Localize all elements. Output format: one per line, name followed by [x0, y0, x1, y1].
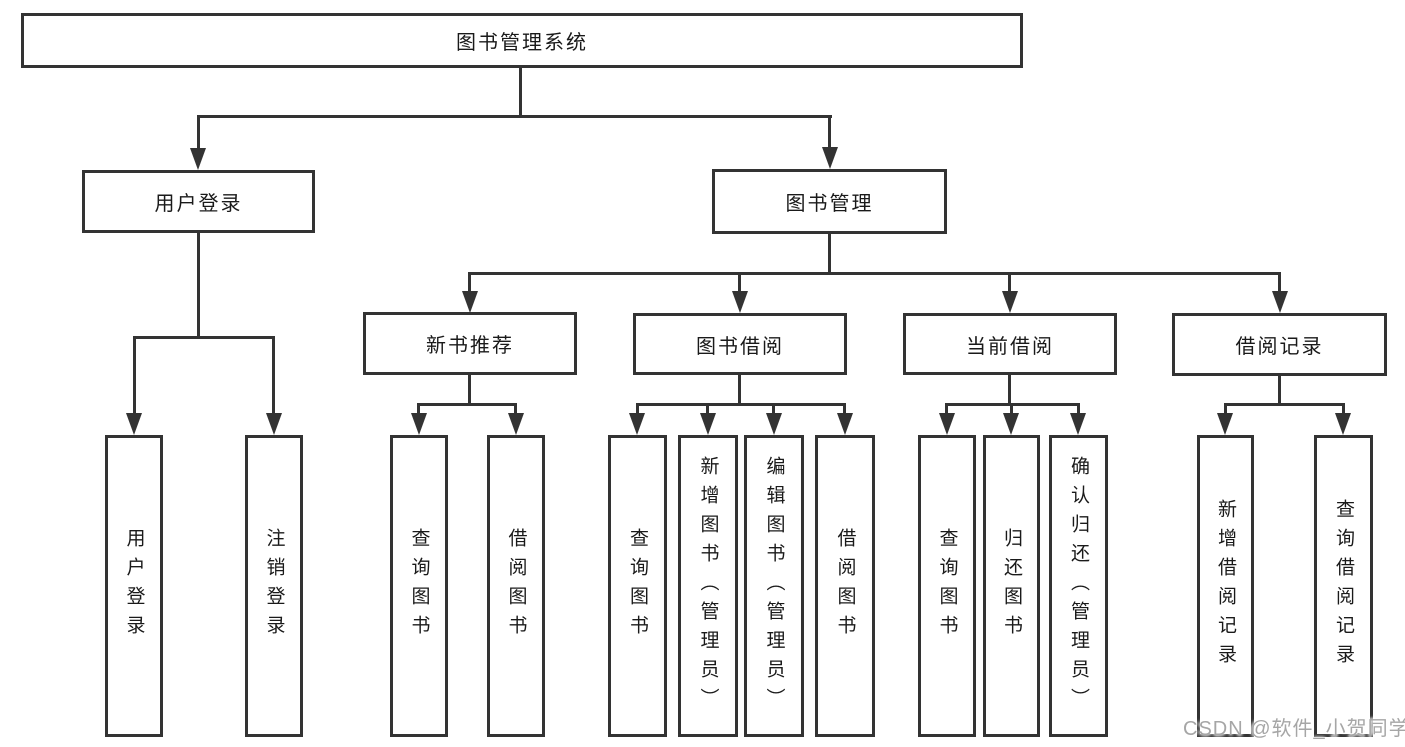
leaf-return-books: 归还图书	[983, 435, 1040, 737]
leaf-query-books-borrow: 查询图书	[608, 435, 667, 737]
connector-shaft	[706, 403, 709, 419]
connector-shaft	[1010, 403, 1013, 419]
arrow-down-user-login	[190, 148, 206, 170]
node-book-management-label: 图书管理	[785, 193, 874, 215]
connector-borrowrecord-stem	[1278, 375, 1281, 406]
connector-shaft	[514, 403, 517, 419]
leaf-edit-books-admin-label: 编辑图书（管理员）	[763, 455, 785, 717]
leaf-query-borrow-record: 查询借阅记录	[1314, 435, 1373, 737]
arrow-down-leaf	[1003, 413, 1019, 435]
node-book-borrowing: 图书借阅	[633, 313, 847, 375]
connector-newrec-shaft	[468, 272, 471, 296]
node-new-book-recommend-label: 新书推荐	[426, 335, 514, 357]
leaf-query-borrow-record-label: 查询借阅记录	[1333, 499, 1354, 673]
arrow-down-leaf	[939, 413, 955, 435]
leaf-borrow-books-newrec: 借阅图书	[487, 435, 545, 737]
connector-shaft	[417, 403, 420, 419]
leaf-add-borrow-record: 新增借阅记录	[1197, 435, 1254, 737]
node-book-borrowing-label: 图书借阅	[696, 335, 784, 358]
leaf-query-books-newrec: 查询图书	[390, 435, 448, 737]
node-user-login: 用户登录	[82, 170, 315, 233]
node-borrowing-records-label: 借阅记录	[1235, 336, 1324, 358]
connector-shaft	[1342, 403, 1345, 419]
arrow-down-leaf	[508, 413, 524, 435]
connector-user-login-stem	[197, 233, 200, 338]
connector-leaf-logout-shaft	[272, 336, 275, 419]
leaf-confirm-return-admin-label: 确认归还（管理员）	[1068, 455, 1089, 717]
leaf-query-books-current: 查询图书	[918, 435, 976, 737]
connector-level1-hline	[197, 115, 832, 118]
node-new-book-recommend: 新书推荐	[363, 312, 577, 375]
arrow-down-bookborrow	[732, 291, 748, 313]
connector-leaf-user-login-shaft	[133, 336, 136, 419]
connector-shaft	[772, 403, 775, 419]
leaf-query-books-newrec-label: 查询图书	[408, 528, 430, 644]
node-borrowing-records: 借阅记录	[1172, 313, 1387, 376]
connector-user-login-shaft	[197, 115, 200, 152]
leaf-logout-label: 注销登录	[263, 528, 285, 644]
connector-borrowrecord-shaft	[1278, 272, 1281, 296]
arrow-down-newrec	[462, 291, 478, 313]
connector-bookborrow-shaft	[738, 272, 741, 296]
arrow-down-leaf	[411, 413, 427, 435]
leaf-user-login-label: 用户登录	[123, 528, 145, 644]
arrow-down-borrowrecord	[1272, 291, 1288, 313]
watermark: CSDN @软件_小贺同学	[1183, 718, 1405, 740]
leaf-add-books-admin: 新增图书（管理员）	[678, 435, 738, 737]
node-root-label: 图书管理系统	[456, 32, 588, 54]
arrow-down-leaf	[837, 413, 853, 435]
leaf-query-books-current-label: 查询图书	[936, 528, 958, 644]
connector-newrec-stem	[468, 375, 471, 406]
arrow-down-currentborrow	[1002, 291, 1018, 313]
connector-shaft	[843, 403, 846, 419]
arrow-down-leaf	[1070, 413, 1086, 435]
leaf-query-books-borrow-label: 查询图书	[627, 528, 648, 644]
arrow-down-leaf-user-login	[126, 413, 142, 435]
connector-shaft	[1077, 403, 1080, 419]
connector-bookborrow-hline	[636, 403, 846, 406]
connector-root-stem	[519, 68, 522, 117]
connector-shaft	[1224, 403, 1227, 419]
node-user-login-label: 用户登录	[154, 193, 243, 215]
leaf-add-books-admin-label: 新增图书（管理员）	[697, 455, 719, 717]
arrow-down-leaf-logout	[266, 413, 282, 435]
connector-shaft	[945, 403, 948, 419]
node-book-management: 图书管理	[712, 169, 947, 234]
node-current-borrowing-label: 当前借阅	[966, 335, 1054, 358]
connector-newrec-hline	[417, 403, 517, 406]
arrow-down-leaf	[629, 413, 645, 435]
connector-shaft	[636, 403, 639, 419]
leaf-borrow-books-borrow-label: 借阅图书	[834, 528, 856, 644]
connector-currentborrow-stem	[1008, 375, 1011, 406]
leaf-return-books-label: 归还图书	[1001, 528, 1022, 644]
node-root: 图书管理系统	[21, 13, 1023, 68]
node-current-borrowing: 当前借阅	[903, 313, 1117, 375]
connector-book-mgmt-shaft	[828, 115, 831, 152]
connector-level2-hline	[468, 272, 1281, 275]
arrow-down-leaf	[1217, 413, 1233, 435]
arrow-down-leaf	[700, 413, 716, 435]
leaf-confirm-return-admin: 确认归还（管理员）	[1049, 435, 1108, 737]
leaf-borrow-books-borrow: 借阅图书	[815, 435, 875, 737]
connector-currentborrow-shaft	[1008, 272, 1011, 296]
connector-user-login-hline	[133, 336, 275, 339]
connector-book-mgmt-stem	[828, 234, 831, 274]
arrow-down-leaf	[1335, 413, 1351, 435]
connector-bookborrow-stem	[738, 375, 741, 406]
leaf-add-borrow-record-label: 新增借阅记录	[1215, 499, 1236, 673]
arrow-down-book-mgmt	[822, 147, 838, 169]
leaf-borrow-books-newrec-label: 借阅图书	[505, 528, 527, 644]
connector-borrowrecord-hline	[1224, 403, 1345, 406]
leaf-logout: 注销登录	[245, 435, 303, 737]
leaf-user-login: 用户登录	[105, 435, 163, 737]
leaf-edit-books-admin: 编辑图书（管理员）	[744, 435, 804, 737]
arrow-down-leaf	[766, 413, 782, 435]
